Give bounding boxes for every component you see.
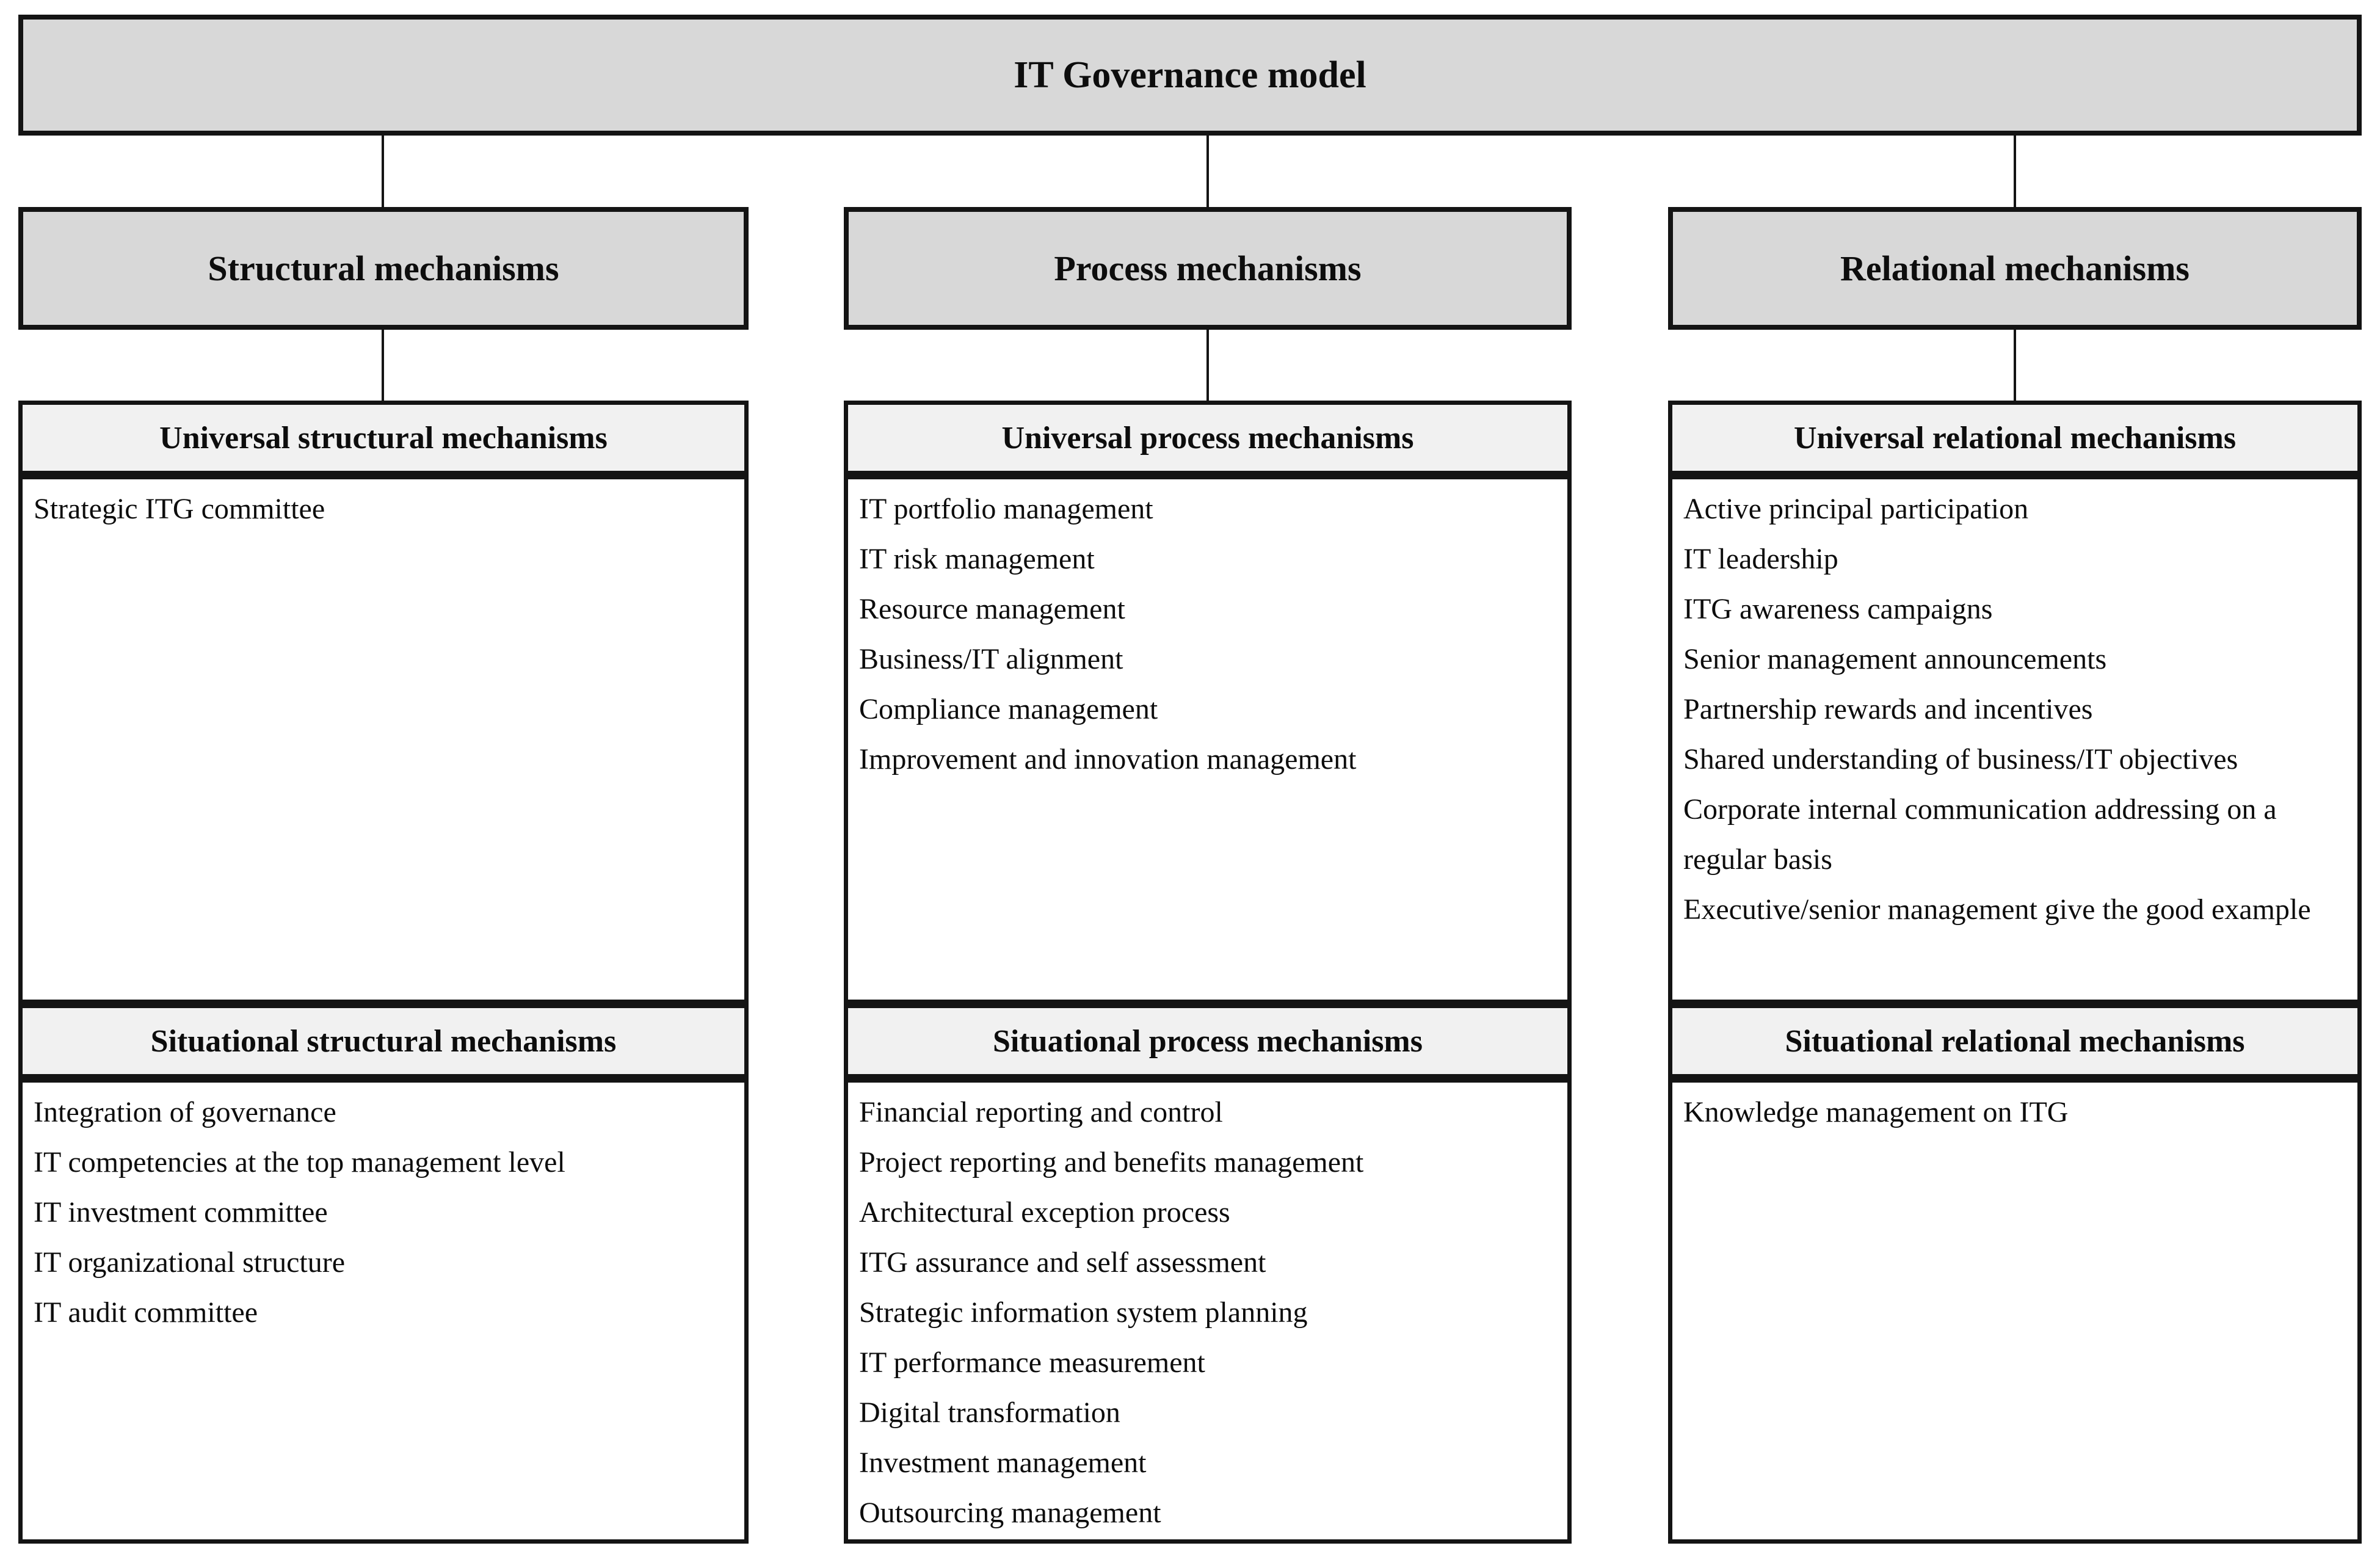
section-header-universal-relational: Universal relational mechanisms (1668, 401, 2362, 475)
list-item: Resource management (859, 593, 1125, 625)
section-header-universal-process: Universal process mechanisms (844, 401, 1572, 475)
list-item: IT performance measurement (859, 1346, 1205, 1379)
list-item: Business/IT alignment (859, 643, 1123, 675)
connector-title-to-structural (382, 136, 384, 207)
list-item: Strategic information system planning (859, 1296, 1308, 1329)
list-item: Corporate internal communication address… (1683, 793, 2277, 876)
list-item: Outsourcing management (859, 1497, 1161, 1529)
list-item: IT risk management (859, 543, 1095, 575)
section-header-label: Universal structural mechanisms (159, 420, 608, 456)
section-header-situational-process: Situational process mechanisms (844, 1004, 1572, 1078)
section-header-label: Universal process mechanisms (1001, 420, 1414, 456)
list-item: Digital transformation (859, 1396, 1120, 1429)
section-list-universal-structural: Strategic ITG committee (18, 475, 749, 1004)
list-item: IT competencies at the top management le… (34, 1146, 565, 1178)
section-list-universal-process: IT portfolio management IT risk managemen… (844, 475, 1572, 1004)
section-header-situational-structural: Situational structural mechanisms (18, 1004, 749, 1078)
title-box: IT Governance model (18, 15, 2362, 136)
list-item: Knowledge management on ITG (1683, 1096, 2069, 1128)
list-item: Financial reporting and control (859, 1096, 1223, 1128)
connector-title-to-relational (2014, 136, 2016, 207)
connector-relational-to-sections (2014, 330, 2016, 401)
list-item: Active principal participation (1683, 493, 2029, 525)
list-item: IT audit committee (34, 1296, 258, 1329)
branch-box-relational: Relational mechanisms (1668, 207, 2362, 330)
branch-box-process: Process mechanisms (844, 207, 1572, 330)
section-header-situational-relational: Situational relational mechanisms (1668, 1004, 2362, 1078)
list-item: IT investment committee (34, 1196, 328, 1229)
list-item: Investment management (859, 1447, 1147, 1479)
section-list-universal-relational: Active principal participation IT leaders… (1668, 475, 2362, 1004)
connector-structural-to-sections (382, 330, 384, 401)
list-item: Shared understanding of business/IT obje… (1683, 743, 2238, 775)
branch-label: Relational mechanisms (1840, 249, 2190, 288)
branch-box-structural: Structural mechanisms (18, 207, 749, 330)
section-header-label: Universal relational mechanisms (1793, 420, 2237, 456)
list-item: Compliance management (859, 693, 1158, 725)
section-header-label: Situational relational mechanisms (1785, 1023, 2245, 1059)
list-item: ITG assurance and self assessment (859, 1246, 1266, 1279)
list-item: Strategic ITG committee (34, 493, 325, 525)
list-item: IT organizational structure (34, 1246, 346, 1279)
diagram-title: IT Governance model (1014, 54, 1366, 96)
connector-title-to-process (1206, 136, 1209, 207)
list-item: IT leadership (1683, 543, 1838, 575)
list-item: Senior management announcements (1683, 643, 2107, 675)
list-item: Project reporting and benefits managemen… (859, 1146, 1364, 1178)
list-item: Improvement and innovation management (859, 743, 1357, 775)
list-item: Executive/senior management give the goo… (1683, 893, 2311, 926)
section-list-situational-structural: Integration of governance IT competencies… (18, 1078, 749, 1544)
branch-label: Structural mechanisms (208, 249, 559, 288)
section-header-label: Situational structural mechanisms (150, 1023, 617, 1059)
section-header-label: Situational process mechanisms (993, 1023, 1423, 1059)
connector-process-to-sections (1206, 330, 1209, 401)
list-item: ITG awareness campaigns (1683, 593, 1993, 625)
list-item: Integration of governance (34, 1096, 336, 1128)
list-item: Partnership rewards and incentives (1683, 693, 2093, 725)
section-list-situational-relational: Knowledge management on ITG (1668, 1078, 2362, 1544)
list-item: Architectural exception process (859, 1196, 1230, 1229)
section-header-universal-structural: Universal structural mechanisms (18, 401, 749, 475)
list-item: IT portfolio management (859, 493, 1153, 525)
branch-label: Process mechanisms (1054, 249, 1362, 288)
